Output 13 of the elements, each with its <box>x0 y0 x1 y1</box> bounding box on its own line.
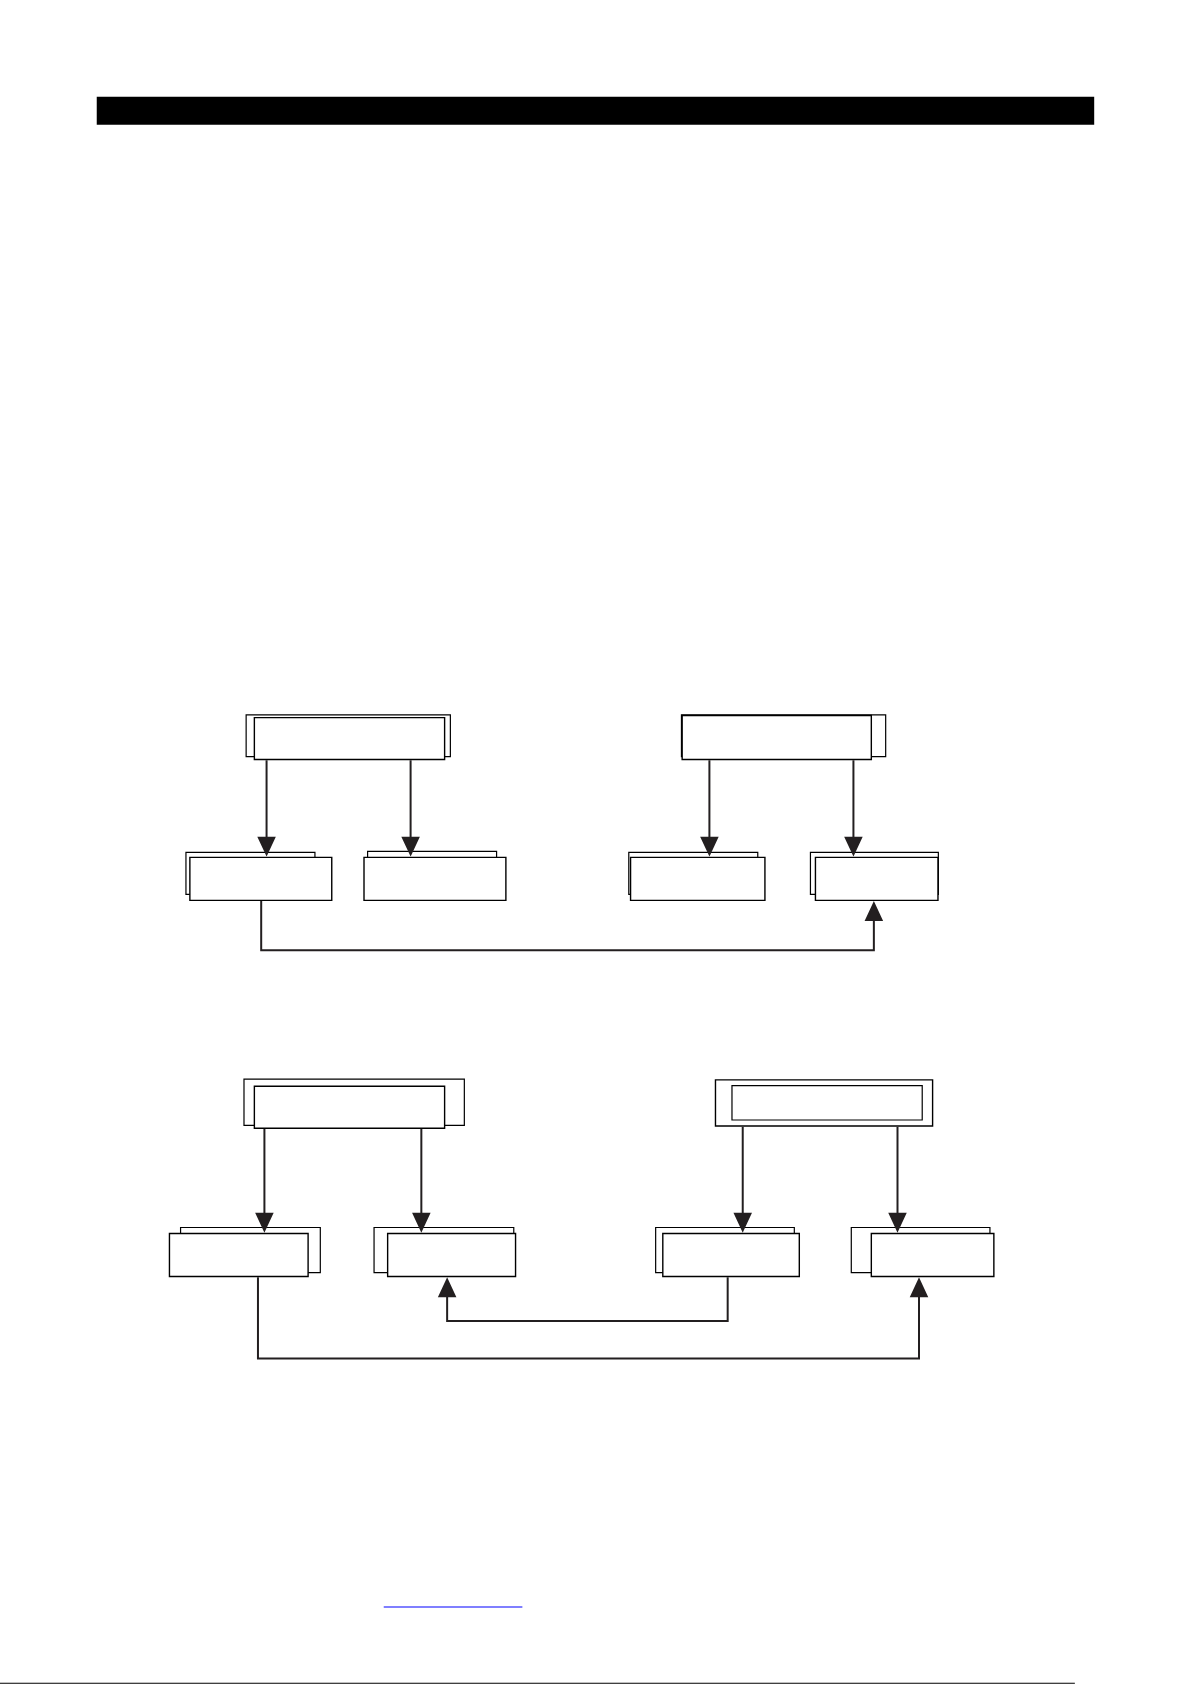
box <box>850 1226 995 1278</box>
box <box>243 1078 465 1129</box>
box <box>373 1226 517 1278</box>
box <box>680 714 887 761</box>
box <box>655 1226 800 1278</box>
box <box>363 850 507 902</box>
box <box>714 1079 934 1127</box>
box <box>809 851 939 902</box>
arrow <box>437 1276 729 1322</box>
box <box>185 851 333 902</box>
box <box>168 1226 321 1278</box>
box <box>245 714 451 761</box>
box <box>628 851 766 902</box>
